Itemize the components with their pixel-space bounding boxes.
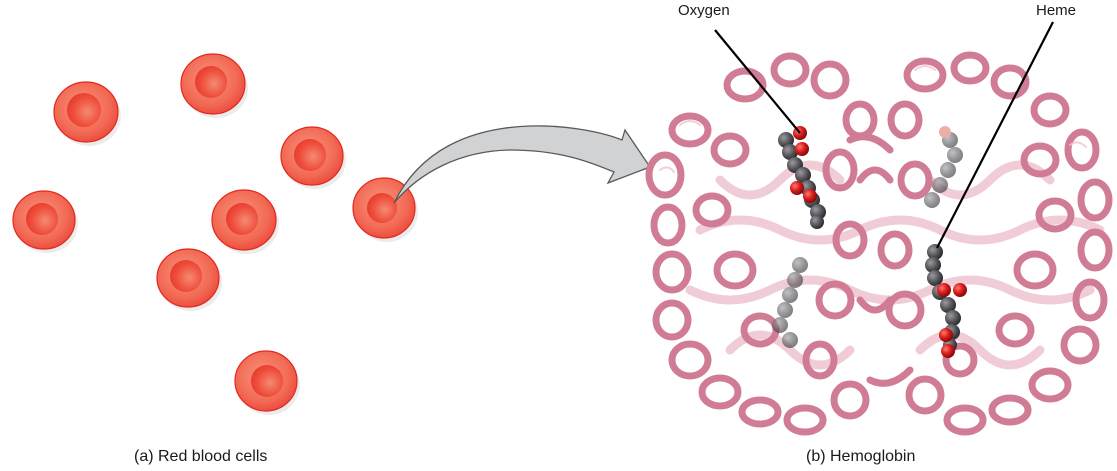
heme-group-bottom-right <box>925 244 967 358</box>
heme-label: Heme <box>1036 2 1077 19</box>
red-blood-cell <box>12 190 78 253</box>
oxygen-leader-line <box>714 29 801 134</box>
red-blood-cell <box>280 126 346 189</box>
red-blood-cell <box>211 189 279 254</box>
heme-leader-line <box>936 21 1054 249</box>
red-blood-cell-selected <box>352 177 418 242</box>
red-blood-cells <box>12 53 418 415</box>
hemoglobin-structure <box>645 51 1113 436</box>
red-blood-cell <box>53 81 121 146</box>
red-blood-cell <box>234 350 300 415</box>
heme-group-top-left <box>778 126 826 229</box>
red-blood-cell <box>180 53 248 118</box>
red-blood-cell <box>156 248 222 311</box>
heme-group-top-right <box>924 126 963 208</box>
oxygen-label: Oxygen <box>678 2 730 19</box>
caption-red-blood-cells: (a) Red blood cells <box>134 448 268 465</box>
zoom-arrow <box>393 125 651 204</box>
heme-group-bottom-left <box>772 257 808 348</box>
caption-hemoglobin: (b) Hemoglobin <box>806 448 916 465</box>
